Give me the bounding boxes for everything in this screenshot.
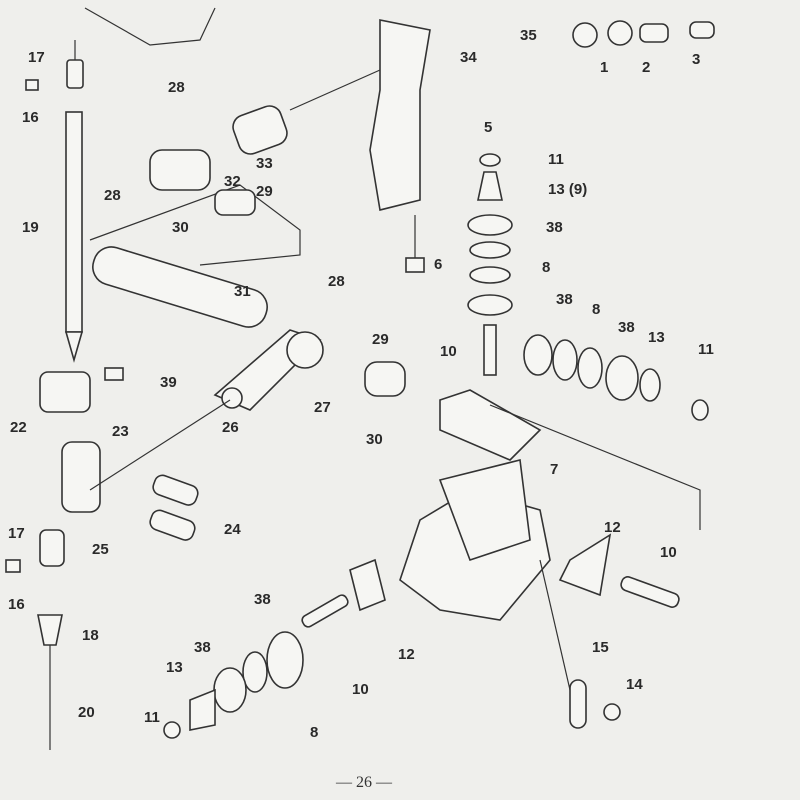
part-label: 13 — [166, 659, 183, 676]
part-label: 39 — [160, 374, 177, 391]
part-label: 12 — [398, 646, 415, 663]
part-label: 25 — [92, 541, 109, 558]
tension-stack-vertical — [439, 153, 542, 461]
part-label: 38 — [546, 219, 563, 236]
part-label: 29 — [372, 331, 389, 348]
crank-arm — [89, 329, 406, 491]
arm-casting — [369, 19, 431, 273]
part-label: 8 — [310, 724, 318, 741]
part-label: 12 — [604, 519, 621, 536]
tension-stack-horizontal — [489, 334, 709, 530]
part-label: 22 — [10, 419, 27, 436]
part-label: 8 — [542, 259, 550, 276]
part-label: 23 — [112, 423, 129, 440]
part-label: 14 — [626, 676, 643, 693]
part-label: 17 — [28, 49, 45, 66]
part-label: 38 — [254, 591, 271, 608]
needle-bar-assembly — [5, 40, 199, 750]
part-label: 29 — [256, 183, 273, 200]
part-label: 8 — [592, 301, 600, 318]
part-label: 11 — [698, 341, 714, 358]
part-label: 34 — [460, 49, 477, 66]
part-label: 18 — [82, 627, 99, 644]
tension-parts-top — [572, 20, 715, 48]
part-label: 38 — [618, 319, 635, 336]
part-label: 30 — [172, 219, 189, 236]
part-label: 5 — [484, 119, 492, 136]
part-label: 2 — [642, 59, 650, 76]
bracket-assembly — [349, 459, 680, 729]
part-label: 33 — [256, 155, 273, 172]
page-number: — 26 — — [335, 774, 393, 791]
upper-shaft-assembly — [89, 69, 381, 328]
part-label: 24 — [224, 521, 241, 538]
part-label: 31 — [234, 283, 251, 300]
part-label: 27 — [314, 399, 331, 416]
part-label: 16 — [22, 109, 39, 126]
part-label: 38 — [556, 291, 573, 308]
part-label: 19 — [22, 219, 39, 236]
part-label: 32 — [224, 173, 241, 190]
part-label: 38 — [194, 639, 211, 656]
part-label: 10 — [660, 544, 677, 561]
part-label: 15 — [592, 639, 609, 656]
part-label: 35 — [520, 27, 537, 44]
part-label: 13 (9) — [548, 181, 587, 198]
part-label: 6 — [434, 256, 442, 273]
part-label: 10 — [440, 343, 457, 360]
part-label: 28 — [104, 187, 121, 204]
part-label: 28 — [168, 79, 185, 96]
part-label: 3 — [692, 51, 700, 68]
part-label: 11 — [144, 709, 160, 726]
part-label: 17 — [8, 525, 25, 542]
part-label: 26 — [222, 419, 239, 436]
part-label: 7 — [550, 461, 558, 478]
part-label: 30 — [366, 431, 383, 448]
part-label: 28 — [328, 273, 345, 290]
part-label: 1 — [600, 59, 608, 76]
tension-stack-lower — [163, 594, 349, 739]
part-label: 20 — [78, 704, 95, 721]
part-label: 11 — [548, 151, 564, 168]
part-label: 10 — [352, 681, 369, 698]
frame-fragment — [84, 7, 216, 46]
part-label: 16 — [8, 596, 25, 613]
part-label: 13 — [648, 329, 665, 346]
